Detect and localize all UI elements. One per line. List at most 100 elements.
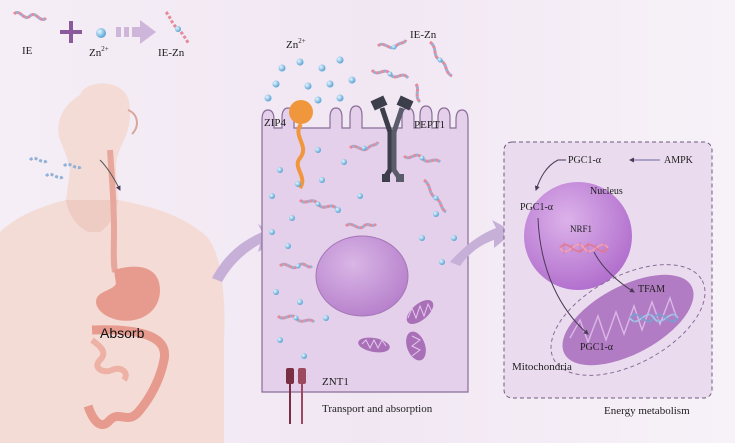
- nucleus-label: Nucleus: [590, 186, 623, 197]
- big-mitochondrion: [550, 264, 706, 376]
- energy-caption: Energy metabolism: [604, 405, 690, 417]
- znt1-transporter: [286, 368, 306, 424]
- pept1-label: PEPT1: [414, 119, 445, 131]
- pgc1a-to-mito-arrow: [537, 217, 589, 335]
- cell-iezn-label: IE-Zn: [410, 29, 437, 41]
- cell-mitochondria: [358, 300, 434, 361]
- zn-ion: [272, 80, 280, 88]
- zn-ion: [319, 177, 325, 183]
- legend-ie-label: IE: [22, 45, 33, 57]
- nrf1-to-tfam-arrow: [593, 251, 635, 293]
- znt1-label: ZNT1: [322, 376, 349, 388]
- ie-peptide-icon: [12, 11, 48, 21]
- dashed-arrow-icon: [116, 20, 156, 44]
- zn-ion: [336, 56, 344, 64]
- legend-iezn-label: IE-Zn: [158, 47, 185, 59]
- cell-to-energy-arrow: [450, 220, 514, 266]
- zn-ion: [295, 181, 301, 187]
- zn-ion: [285, 243, 291, 249]
- iezn-peptide: [348, 141, 380, 152]
- iezn-peptide: [278, 262, 314, 270]
- zn-ion: [301, 353, 307, 359]
- iezn-peptide: [376, 39, 408, 50]
- transport-caption: Transport and absorption: [322, 403, 433, 415]
- energy-metabolism-panel: PGC1-α AMPK Nucleus PGC1-α NRF1 TFAM PGC…: [503, 141, 713, 417]
- zn-ion: [278, 64, 286, 72]
- pgc1a-top-label: PGC1-α: [568, 155, 602, 166]
- esophagus: [107, 149, 118, 273]
- zip4-tail: [295, 122, 306, 190]
- iezn-peptide: [370, 68, 410, 80]
- zn-ion: [439, 259, 445, 265]
- zn-ion: [335, 207, 341, 213]
- legend-row: IE Zn2+ IE-Zn: [12, 11, 191, 59]
- large-intestine: [83, 325, 170, 429]
- mitochondria-label: Mitochondria: [512, 361, 572, 373]
- pgc1a-to-nucleus-arrow: [534, 159, 566, 191]
- zn-ion: [357, 193, 363, 199]
- zn-ion: [419, 235, 425, 241]
- zn-ion: [297, 299, 303, 305]
- plus-icon: [60, 21, 82, 43]
- zn-ion: [273, 289, 279, 295]
- ie-peptide-icon-blue: [12, 11, 48, 21]
- stomach: [96, 266, 160, 321]
- ampk-label: AMPK: [664, 155, 694, 166]
- zip4-transporter: [289, 100, 313, 190]
- zn-ion: [277, 337, 283, 343]
- neck-shadow: [66, 200, 118, 232]
- small-intestine: [90, 337, 129, 382]
- ingested-peptide: [28, 156, 50, 164]
- cell-nucleus: [315, 235, 409, 317]
- pgc1a-nucleus-label: PGC1-α: [520, 202, 554, 213]
- iezn-zn-ion: [175, 26, 181, 32]
- zn-ion-icon: [96, 28, 106, 38]
- pept1-transporter: [370, 95, 414, 182]
- iezn-peptide: [276, 314, 316, 324]
- zn-ion: [264, 94, 272, 102]
- zn-ion: [433, 211, 439, 217]
- tfam-dna-helix: [629, 312, 679, 324]
- zn-ion: [318, 64, 326, 72]
- ear: [127, 109, 138, 135]
- zn-ion: [269, 229, 275, 235]
- human-body: Absorb: [0, 83, 225, 443]
- zinc-ions: [264, 56, 457, 359]
- zn-ion: [336, 94, 344, 102]
- legend-zn-label: Zn2+: [89, 45, 109, 59]
- iezn-peptide: [344, 222, 378, 230]
- nrf1-dna-helix: [559, 242, 609, 254]
- nrf1-label: NRF1: [570, 224, 592, 234]
- zn-ion: [277, 167, 283, 173]
- cell-zn-label: Zn2+: [286, 37, 306, 51]
- zn-ion: [289, 215, 295, 221]
- zn-ion: [326, 80, 334, 88]
- iezn-peptide: [414, 83, 422, 104]
- ingested-peptide: [62, 162, 84, 170]
- zn-ion: [296, 58, 304, 66]
- zn-ion: [304, 82, 312, 90]
- iezn-peptide: [402, 153, 442, 164]
- absorb-label: Absorb: [100, 325, 145, 341]
- iezn-peptide: [422, 178, 447, 214]
- zn-ion: [348, 76, 356, 84]
- zn-ion: [451, 235, 457, 241]
- zn-ion: [315, 147, 321, 153]
- zip4-head: [289, 100, 313, 124]
- tfam-label: TFAM: [638, 284, 665, 295]
- zn-ion: [269, 193, 275, 199]
- ingestion-arrow: [99, 159, 121, 191]
- zip4-label: ZIP4: [264, 117, 287, 129]
- zn-ion: [314, 96, 322, 104]
- pgc1a-mito-label: PGC1-α: [580, 342, 614, 353]
- ingested-peptide: [44, 172, 66, 180]
- zn-ion: [323, 315, 329, 321]
- iezn-complex-icon: [164, 11, 191, 45]
- iezn-peptide: [298, 198, 338, 210]
- big-nucleus: [524, 182, 632, 290]
- iezn-peptides: [276, 39, 453, 324]
- zn-ion: [341, 159, 347, 165]
- iezn-peptide: [428, 40, 453, 78]
